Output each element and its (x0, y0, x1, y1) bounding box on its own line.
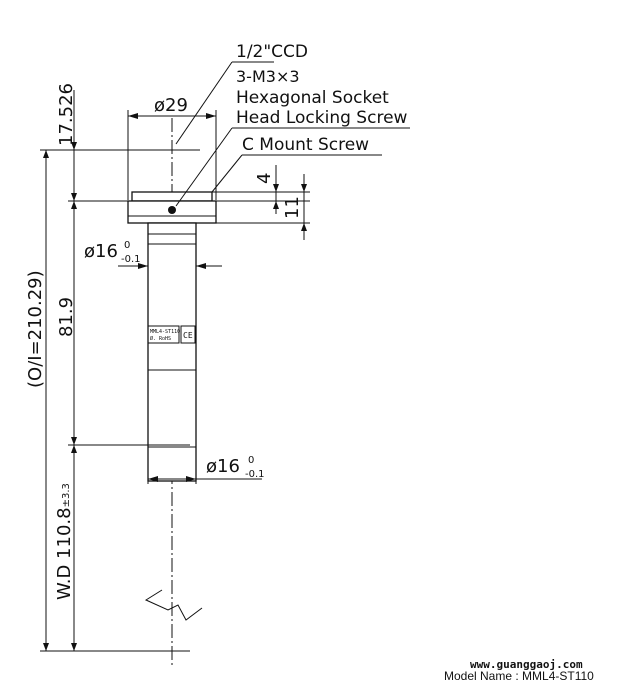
body-label-box (147, 325, 180, 344)
ce-box (180, 325, 196, 344)
break-symbol (144, 589, 203, 621)
dim-dia16-bottom-label: ø16 (206, 456, 240, 477)
lens-body: MML4-ST110 Ø. RoHS CE (127, 191, 217, 482)
dim-dia16-top-label: ø16 (84, 241, 118, 262)
dim-4-label: 4 (254, 173, 275, 184)
dim-dia16-top: ø16 0 -0.1 (84, 240, 222, 269)
dim-dia16-top-tol-lower: -0.1 (121, 254, 141, 265)
dim-11-label: 11 (282, 196, 303, 219)
dim-oi-label: (O/I=210.29) (25, 270, 46, 388)
screw-label-3: Head Locking Screw (236, 108, 408, 128)
leaders (175, 61, 410, 207)
dim-right: 4 11 (212, 165, 310, 240)
c-mount-label: C Mount Screw (242, 135, 369, 155)
dim-dia29: ø29 (127, 95, 217, 200)
dim-dia29-label: ø29 (154, 95, 188, 116)
body-label-rohs: Ø. RoHS (150, 335, 171, 342)
screw-label-1: 3-M3×3 (236, 67, 300, 86)
watermark: www.guanggaoj.com (470, 658, 583, 671)
dim-dia16-bottom: ø16 0 -0.1 (147, 455, 265, 484)
dim-17-label: 17.526 (56, 83, 77, 146)
dim-left: 17.526 81.9 W.D 110.8±3.3 (O/I=210.29) (25, 83, 200, 652)
lens-barrel (147, 222, 197, 482)
ccd-label: 1/2"CCD (236, 42, 308, 62)
screw-label-2: Hexagonal Socket (236, 88, 389, 108)
dim-dia16-top-tol-upper: 0 (124, 240, 130, 251)
dim-wd-label: W.D 110.8±3.3 (54, 483, 75, 600)
body-label-model: MML4-ST110 (150, 329, 180, 335)
ce-mark: CE (183, 331, 193, 340)
dim-81-label: 81.9 (56, 297, 77, 337)
locking-screw-icon (168, 206, 176, 214)
dim-dia16-bottom-tol-upper: 0 (248, 455, 254, 466)
model-name: Model Name : MML4-ST110 (444, 669, 594, 683)
c-mount-flange (131, 191, 213, 202)
dim-dia16-bottom-tol-lower: -0.1 (245, 469, 265, 480)
